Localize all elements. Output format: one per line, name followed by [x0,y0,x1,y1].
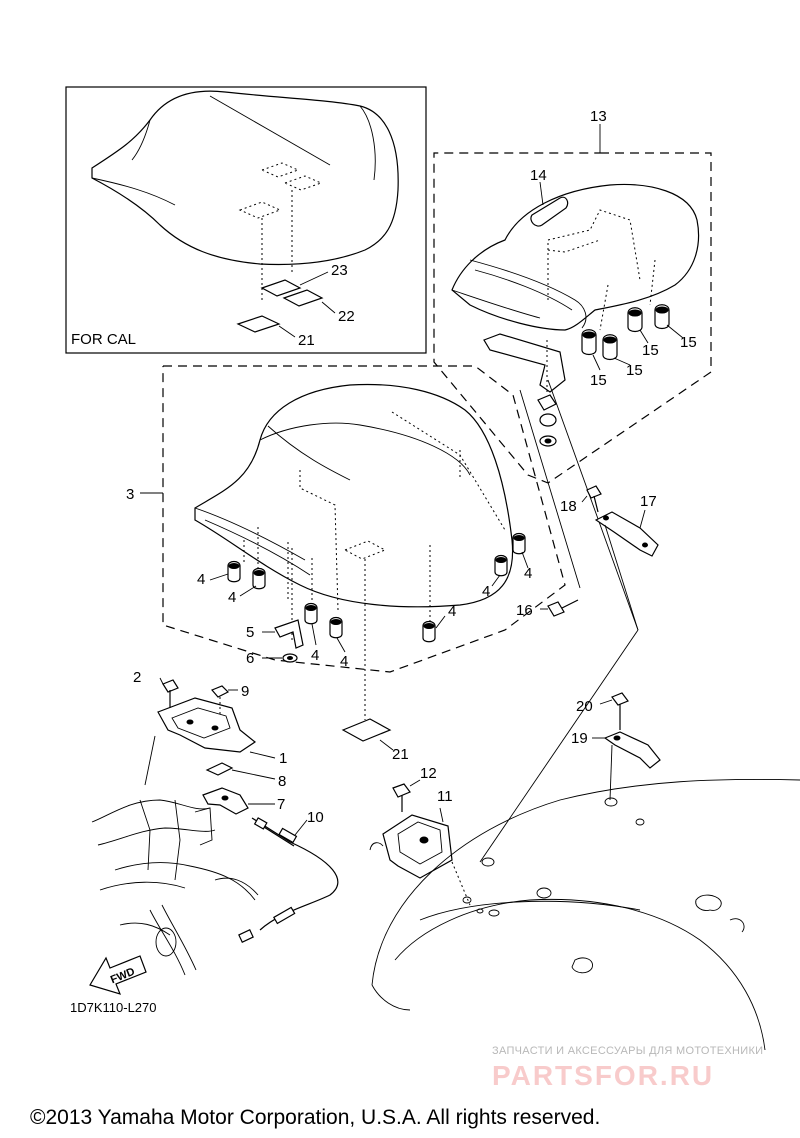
sticker-21-inset-shape [236,315,281,333]
callout-12: 12 [420,765,437,782]
inset-frame [65,86,427,354]
bracket-5 [274,619,304,649]
callout-4f: 4 [482,583,490,600]
rear-seat [451,183,700,331]
bracket-19 [603,731,661,769]
callout-15d: 15 [680,334,697,351]
callout-7: 7 [277,796,285,813]
callout-17: 17 [640,493,657,510]
callout-4b: 4 [228,589,236,606]
callout-3: 3 [126,486,134,503]
callout-11: 11 [437,788,453,805]
callout-13: 13 [590,108,607,125]
main-seat [194,383,514,608]
sticker-21: 21 [341,718,409,763]
latch-assembly: 1 2 9 8 7 10 [133,669,339,943]
latch-plate-1 [157,697,257,753]
callout-15a: 15 [590,372,607,389]
callout-4g: 4 [524,565,532,582]
sticker-22-shape [282,289,324,307]
callout-4e: 4 [448,603,456,620]
rear-bracket [483,333,566,393]
diagram-code: 1D7K110-L270 [70,1000,157,1015]
watermark-brand: PARTSFOR.RU [492,1060,714,1091]
callout-2: 2 [133,669,141,686]
callout-6: 6 [246,650,254,667]
damper-15-set [581,304,670,361]
hook-7 [202,787,249,815]
rear-fender [371,778,800,1051]
callout-9: 9 [241,683,249,700]
sticker-23-shape [260,279,302,297]
callout-23: 23 [331,262,348,279]
callout-22: 22 [338,308,355,325]
callout-4a: 4 [197,571,205,588]
latch-11-group: 12 11 [369,765,471,906]
callout-1: 1 [279,750,287,767]
callout-15b: 15 [626,362,643,379]
copyright: ©2013 Yamaha Motor Corporation, U.S.A. A… [30,1106,600,1129]
callout-20: 20 [576,698,593,715]
callout-21-inset: 21 [298,332,315,349]
watermark: ЗАПЧАСТИ И АКСЕССУАРЫ ДЛЯ МОТОТЕХНИКИ PA… [492,1045,763,1091]
callout-4d: 4 [340,653,348,670]
frame-sketch [91,799,259,976]
rear-seat-group: 13 14 [433,108,712,484]
callout-14: 14 [530,167,547,184]
callout-8: 8 [278,773,286,790]
callout-21: 21 [392,746,409,763]
inset-label: FOR CAL [71,331,136,348]
callout-18: 18 [560,498,577,515]
fwd-arrow: FWD [89,955,147,995]
main-seat-group: 3 [126,365,566,720]
damper-4-set [227,532,526,643]
watermark-tagline: ЗАПЧАСТИ И АКСЕССУАРЫ ДЛЯ МОТОТЕХНИКИ [492,1045,763,1057]
callout-15c: 15 [642,342,659,359]
latch-11 [382,814,453,879]
hardware-right: 16 17 18 20 19 [479,379,661,863]
callout-19: 19 [571,730,588,747]
callout-16: 16 [516,602,533,619]
inset-for-cal: 23 22 21 FOR CAL [65,86,427,354]
callout-10: 10 [307,809,324,826]
callout-4c: 4 [311,647,319,664]
strap-14 [530,196,569,227]
callout-5: 5 [246,624,254,641]
fwd-arrow-icon [89,955,147,995]
